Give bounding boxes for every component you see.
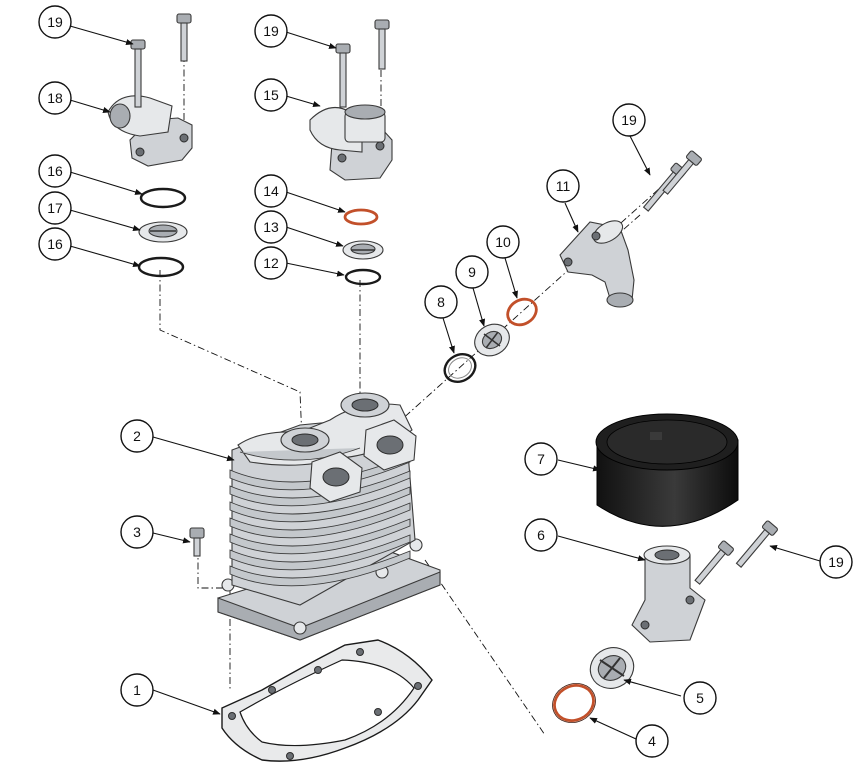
part-17-thermostat xyxy=(138,221,188,243)
svg-text:6: 6 xyxy=(537,527,545,543)
svg-text:19: 19 xyxy=(263,23,279,39)
leader-lines xyxy=(69,25,821,740)
part-14-o-ring xyxy=(343,208,379,226)
svg-text:16: 16 xyxy=(47,236,63,252)
svg-text:10: 10 xyxy=(495,234,511,250)
svg-text:14: 14 xyxy=(263,183,279,199)
callout-19: 19 xyxy=(819,545,853,579)
svg-text:17: 17 xyxy=(47,200,63,216)
part-9-thermostat xyxy=(474,323,510,357)
svg-text:11: 11 xyxy=(556,178,571,194)
callout-2: 2 xyxy=(120,419,154,453)
callout-3: 3 xyxy=(120,515,154,549)
part-16-o-ring-lower xyxy=(137,256,185,278)
svg-text:19: 19 xyxy=(828,554,844,570)
svg-text:16: 16 xyxy=(47,163,63,179)
assembly-axes xyxy=(159,55,681,736)
svg-text:5: 5 xyxy=(696,690,704,706)
callout-18: 18 xyxy=(38,81,72,115)
callout-10: 10 xyxy=(486,225,520,259)
part-5-thermostat xyxy=(589,647,635,689)
svg-text:9: 9 xyxy=(468,264,476,280)
svg-text:12: 12 xyxy=(263,255,279,271)
svg-text:13: 13 xyxy=(263,219,279,235)
callout-14: 14 xyxy=(254,174,288,208)
part-7-filter xyxy=(595,413,739,527)
part-15-elbow xyxy=(309,104,393,181)
part-19-bolts xyxy=(130,13,778,585)
svg-text:18: 18 xyxy=(47,90,63,106)
svg-text:7: 7 xyxy=(537,451,545,467)
callout-8: 8 xyxy=(424,285,458,319)
callout-16: 16 xyxy=(38,154,72,188)
part-11-elbow xyxy=(559,220,635,308)
callout-9: 9 xyxy=(455,255,489,289)
svg-text:19: 19 xyxy=(621,112,637,128)
part-18-elbow xyxy=(107,95,193,167)
callout-19: 19 xyxy=(612,103,646,137)
callouts: 19 18 16 17 16 19 15 14 13 12 19 11 10 9… xyxy=(38,5,853,758)
callout-5: 5 xyxy=(683,681,717,715)
part-3-bolt xyxy=(189,527,205,557)
svg-text:15: 15 xyxy=(263,87,279,103)
callout-7: 7 xyxy=(524,442,558,476)
callout-19: 19 xyxy=(254,14,288,48)
part-4-o-ring xyxy=(552,683,596,723)
svg-text:1: 1 xyxy=(133,682,141,698)
part-6-outlet-elbow xyxy=(631,545,706,643)
svg-text:8: 8 xyxy=(437,294,445,310)
callout-16: 16 xyxy=(38,227,72,261)
callout-13: 13 xyxy=(254,210,288,244)
part-12-o-ring xyxy=(344,268,382,286)
svg-text:4: 4 xyxy=(648,733,656,749)
part-2-cylinder-block xyxy=(217,392,441,641)
part-16-o-ring-upper xyxy=(139,187,187,209)
part-8-o-ring xyxy=(443,352,477,384)
svg-text:2: 2 xyxy=(133,428,141,444)
callout-11: 11 xyxy=(546,169,580,203)
callout-6: 6 xyxy=(524,518,558,552)
callout-1: 1 xyxy=(120,673,154,707)
callout-4: 4 xyxy=(635,724,669,758)
callout-17: 17 xyxy=(38,191,72,225)
svg-text:19: 19 xyxy=(47,14,63,30)
svg-text:3: 3 xyxy=(133,524,141,540)
part-1-gasket xyxy=(221,639,433,762)
part-10-o-ring xyxy=(506,297,538,327)
callout-19: 19 xyxy=(38,5,72,39)
callout-15: 15 xyxy=(254,78,288,112)
part-13-thermostat xyxy=(342,240,384,260)
callout-12: 12 xyxy=(254,246,288,280)
